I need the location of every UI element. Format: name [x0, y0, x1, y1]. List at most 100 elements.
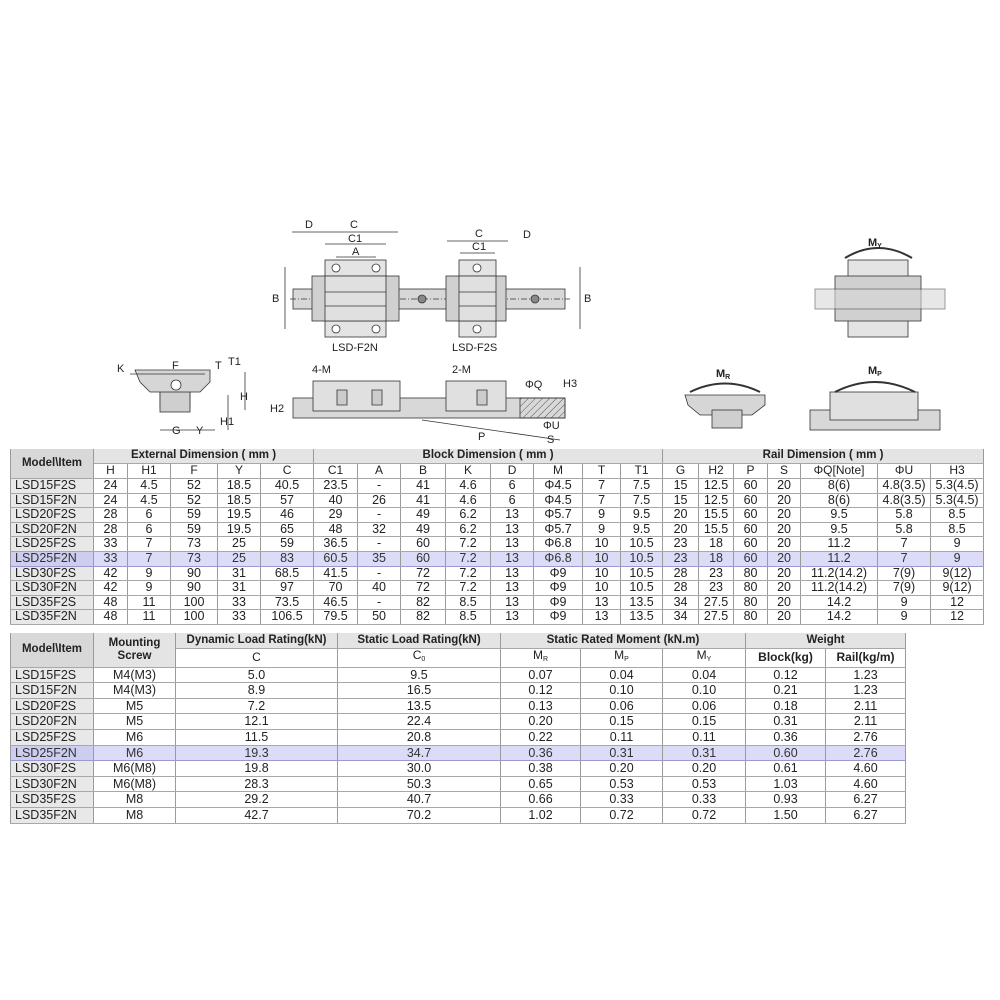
value-cell: 80	[733, 609, 769, 625]
moment-label-my: MY	[868, 237, 882, 250]
value-cell: 10	[582, 580, 622, 596]
value-cell: 12.5	[698, 493, 735, 509]
column-header: H	[93, 463, 128, 479]
dim-label-D: D	[305, 219, 313, 231]
model-cell: LSD20F2N	[10, 522, 94, 538]
value-cell: 12.5	[698, 478, 735, 494]
value-cell: 13	[490, 609, 535, 625]
column-header: P	[733, 463, 769, 479]
value-cell: 20	[767, 609, 802, 625]
value-cell: 0.04	[580, 667, 663, 684]
value-cell: 0.20	[500, 713, 581, 730]
value-cell: 0.18	[745, 698, 827, 715]
model-cell: LSD35F2N	[10, 609, 94, 625]
value-cell: 8.9	[175, 682, 338, 699]
rail-weight-header: Rail(kg/m)	[825, 648, 907, 668]
value-cell: M8	[93, 791, 176, 808]
value-cell: 0.33	[580, 791, 663, 808]
value-cell: 5.3(4.5)	[930, 478, 985, 494]
weight-header: Weight	[745, 633, 907, 649]
pitch-moment-drawing	[809, 381, 941, 431]
value-cell: 80	[733, 580, 769, 596]
mounting-screw-header: Mounting Screw	[93, 633, 176, 668]
value-cell: 13	[490, 580, 535, 596]
value-cell: 60	[733, 550, 769, 567]
value-cell: 10	[582, 566, 622, 582]
external-dimension-header: External Dimension ( mm )	[92, 449, 315, 464]
value-cell: 65	[259, 522, 315, 538]
value-cell: 10.5	[620, 536, 664, 552]
value-cell: 15.5	[698, 522, 735, 538]
dim-label-A: A	[352, 246, 360, 258]
value-cell: 35	[357, 550, 402, 567]
value-cell: 4.5	[127, 493, 171, 509]
value-cell: M5	[93, 698, 176, 715]
column-header: D	[490, 463, 535, 479]
value-cell: 40.5	[259, 478, 315, 494]
value-cell: 0.21	[745, 682, 827, 699]
value-cell: 15	[662, 493, 700, 509]
value-cell: 9(12)	[930, 580, 985, 596]
dim-label-S: S	[547, 434, 554, 446]
value-cell: 33	[93, 550, 128, 567]
dim-label-C1: C1	[348, 233, 362, 245]
top-view-drawing	[284, 231, 581, 338]
dim-label-H1: H1	[220, 416, 234, 428]
value-cell: 13	[490, 566, 535, 582]
value-cell: 14.2	[800, 609, 879, 625]
value-cell: 34	[662, 609, 700, 625]
value-cell: -	[357, 507, 402, 523]
value-cell: 6	[490, 478, 535, 494]
value-cell: 8.5	[445, 595, 492, 611]
value-cell: 60	[400, 550, 447, 567]
value-cell: 0.65	[500, 776, 581, 793]
model-cell: LSD15F2S	[10, 667, 94, 684]
moment-mp-header: MP	[580, 648, 663, 668]
value-cell: 41	[400, 478, 447, 494]
value-cell: 6	[127, 522, 171, 538]
value-cell: 11.2(14.2)	[800, 566, 879, 582]
end-view-drawing	[130, 369, 246, 431]
value-cell: 1.23	[825, 682, 907, 699]
column-header: H1	[127, 463, 171, 479]
value-cell: 52	[170, 493, 218, 509]
value-cell: 9	[127, 580, 171, 596]
dim-label-C: C	[350, 219, 358, 231]
value-cell: 68.5	[259, 566, 315, 582]
value-cell: 22.4	[337, 713, 501, 730]
value-cell: 100	[170, 609, 218, 625]
dim-label-H2: H2	[270, 403, 284, 415]
value-cell: 13.5	[337, 698, 501, 715]
value-cell: 0.15	[580, 713, 663, 730]
value-cell: 9(12)	[930, 566, 985, 582]
side-view-drawing	[292, 380, 566, 441]
value-cell: 19.8	[175, 760, 338, 777]
value-cell: 0.04	[661, 667, 747, 684]
value-cell: 90	[170, 566, 218, 582]
column-header: H3	[930, 463, 985, 479]
value-cell: M5	[93, 713, 176, 730]
value-cell: 40	[357, 580, 402, 596]
static-load-header: Static Load Rating(kN)	[337, 633, 501, 649]
value-cell: 2.11	[825, 713, 907, 730]
value-cell: 18.5	[217, 493, 261, 509]
value-cell: -	[357, 566, 402, 582]
value-cell: 2.76	[825, 744, 907, 762]
value-cell: 83	[259, 550, 315, 567]
column-header: T1	[620, 463, 664, 479]
dim-label-B: B	[272, 293, 279, 305]
value-cell: 20	[767, 522, 802, 538]
value-cell: 23.5	[313, 478, 359, 494]
column-header: M	[533, 463, 584, 479]
value-cell: 14.2	[800, 595, 879, 611]
dim-label-phiQ: ΦQ	[525, 379, 543, 391]
column-header: T	[582, 463, 622, 479]
